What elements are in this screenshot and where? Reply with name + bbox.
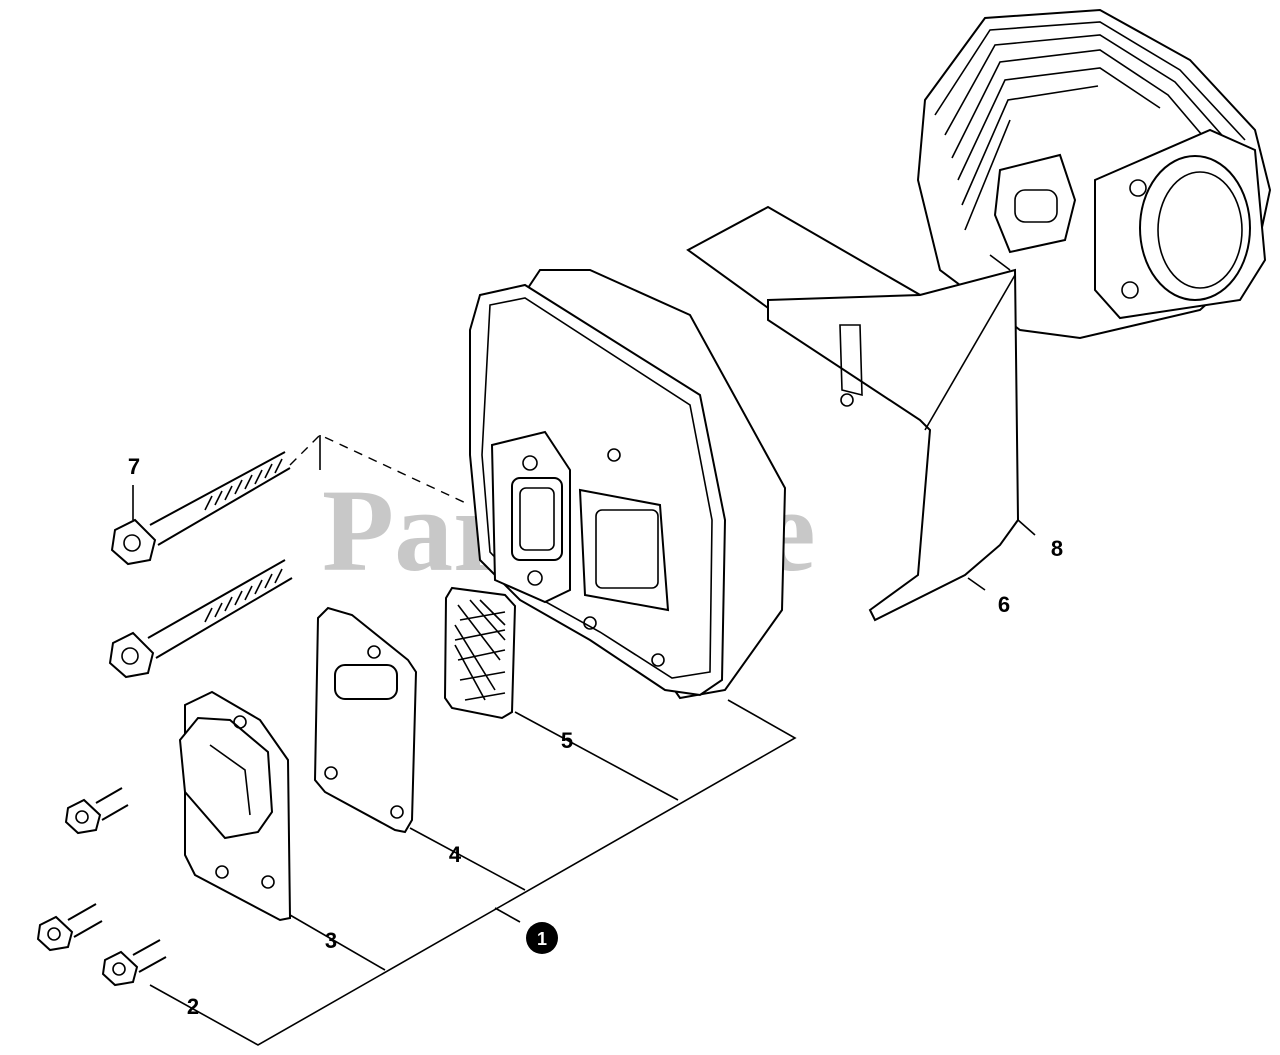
callout-5: 5 xyxy=(561,728,573,753)
callout-3: 3 xyxy=(325,928,337,953)
long-bolt-lower xyxy=(108,559,293,679)
short-screw-3 xyxy=(101,939,167,987)
cover-part xyxy=(178,690,292,922)
muffler-part xyxy=(469,269,787,700)
cylinder-part xyxy=(916,8,1272,340)
callout-2: 2 xyxy=(187,994,199,1019)
callout-8: 8 xyxy=(1051,536,1063,561)
callout-4: 4 xyxy=(449,842,462,867)
callout-1: 1 xyxy=(537,929,547,949)
callout-6: 6 xyxy=(998,592,1010,617)
short-screw-1 xyxy=(64,787,129,835)
callout-labels: 1 2 3 4 5 6 7 8 xyxy=(128,454,1063,1019)
heat-shield-part xyxy=(686,205,1020,622)
callout-7: 7 xyxy=(128,454,140,479)
long-bolt-upper xyxy=(110,451,291,566)
leader-lines xyxy=(132,434,1036,1046)
screen-part xyxy=(443,586,517,720)
short-screw-2 xyxy=(36,903,103,952)
callout-1-badge: 1 xyxy=(526,922,558,954)
gasket-part xyxy=(313,606,418,834)
